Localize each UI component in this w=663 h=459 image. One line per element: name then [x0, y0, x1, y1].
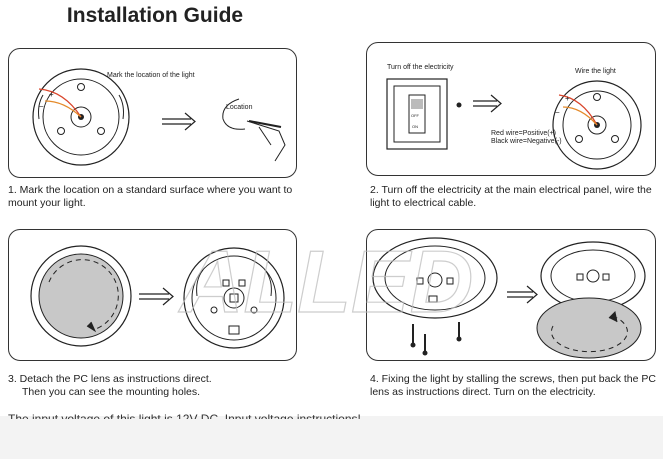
svg-text:+: + [565, 94, 570, 103]
mount-base-diagram: + − [32, 68, 130, 166]
arrow-icon [473, 94, 502, 113]
step-1-panel: Mark the location of the light + − Locat… [8, 48, 297, 178]
lens-reattach-diagram [536, 241, 646, 359]
footer-partial-text: The input voltage of this light is 12V D… [8, 412, 361, 419]
screw-icon [410, 322, 462, 356]
page-title: Installation Guide [66, 4, 244, 27]
location-label: Location [226, 104, 253, 111]
step-3-caption-line-2: Then you can see the mounting holes. [22, 386, 201, 398]
svg-text:ALLED: ALLED [178, 236, 473, 326]
step-2-label-left: Turn off the electricity [387, 64, 454, 71]
switch-off-label: OFF [411, 113, 420, 118]
step-1-illustration: Mark the location of the light + − Locat… [32, 68, 286, 166]
bottom-strip [0, 416, 663, 459]
step-3-caption: 3. Detach the PC lens as instructions di… [8, 373, 298, 399]
step-3-illustration [30, 245, 285, 349]
pc-lens-diagram [30, 245, 132, 347]
wire-note-black: Black wire=Negative(-) [491, 138, 562, 145]
step-2-label-right: Wire the light [575, 68, 616, 75]
step-4-illustration [372, 237, 646, 359]
step-2-illustration: Turn off the electricity Wire the light … [386, 64, 642, 170]
step-1-caption: 1. Mark the location on a standard surfa… [8, 184, 293, 209]
switch-on-label: ON [412, 124, 418, 129]
mount-base-wired-diagram: + − [552, 80, 642, 170]
arrow-icon [162, 112, 196, 131]
fixture-base-diagram [372, 237, 498, 319]
wall-switch-icon: OFF ON [386, 78, 448, 150]
svg-text:−: − [555, 108, 560, 117]
bullet-dot [456, 102, 462, 108]
step-3-panel [8, 229, 297, 361]
step-2-panel: Turn off the electricity Wire the light … [366, 42, 656, 176]
hand-marking-icon: Location [222, 98, 286, 162]
step-3-caption-line-1: 3. Detach the PC lens as instructions di… [8, 373, 212, 385]
arrow-icon [507, 285, 538, 304]
step-2-caption: 2. Turn off the electricity at the main … [370, 184, 652, 209]
watermark-logo: ALLED [177, 236, 474, 326]
step-1-label: Mark the location of the light [107, 72, 195, 79]
step-4-panel [366, 229, 656, 361]
svg-text:−: − [39, 102, 44, 111]
step-4-caption: 4. Fixing the light by stalling the scre… [370, 373, 656, 398]
mounting-holes-diagram [183, 247, 285, 349]
arrow-icon [139, 287, 174, 306]
svg-text:+: + [49, 90, 54, 99]
wire-note-red: Red wire=Positive(+) [491, 130, 556, 137]
